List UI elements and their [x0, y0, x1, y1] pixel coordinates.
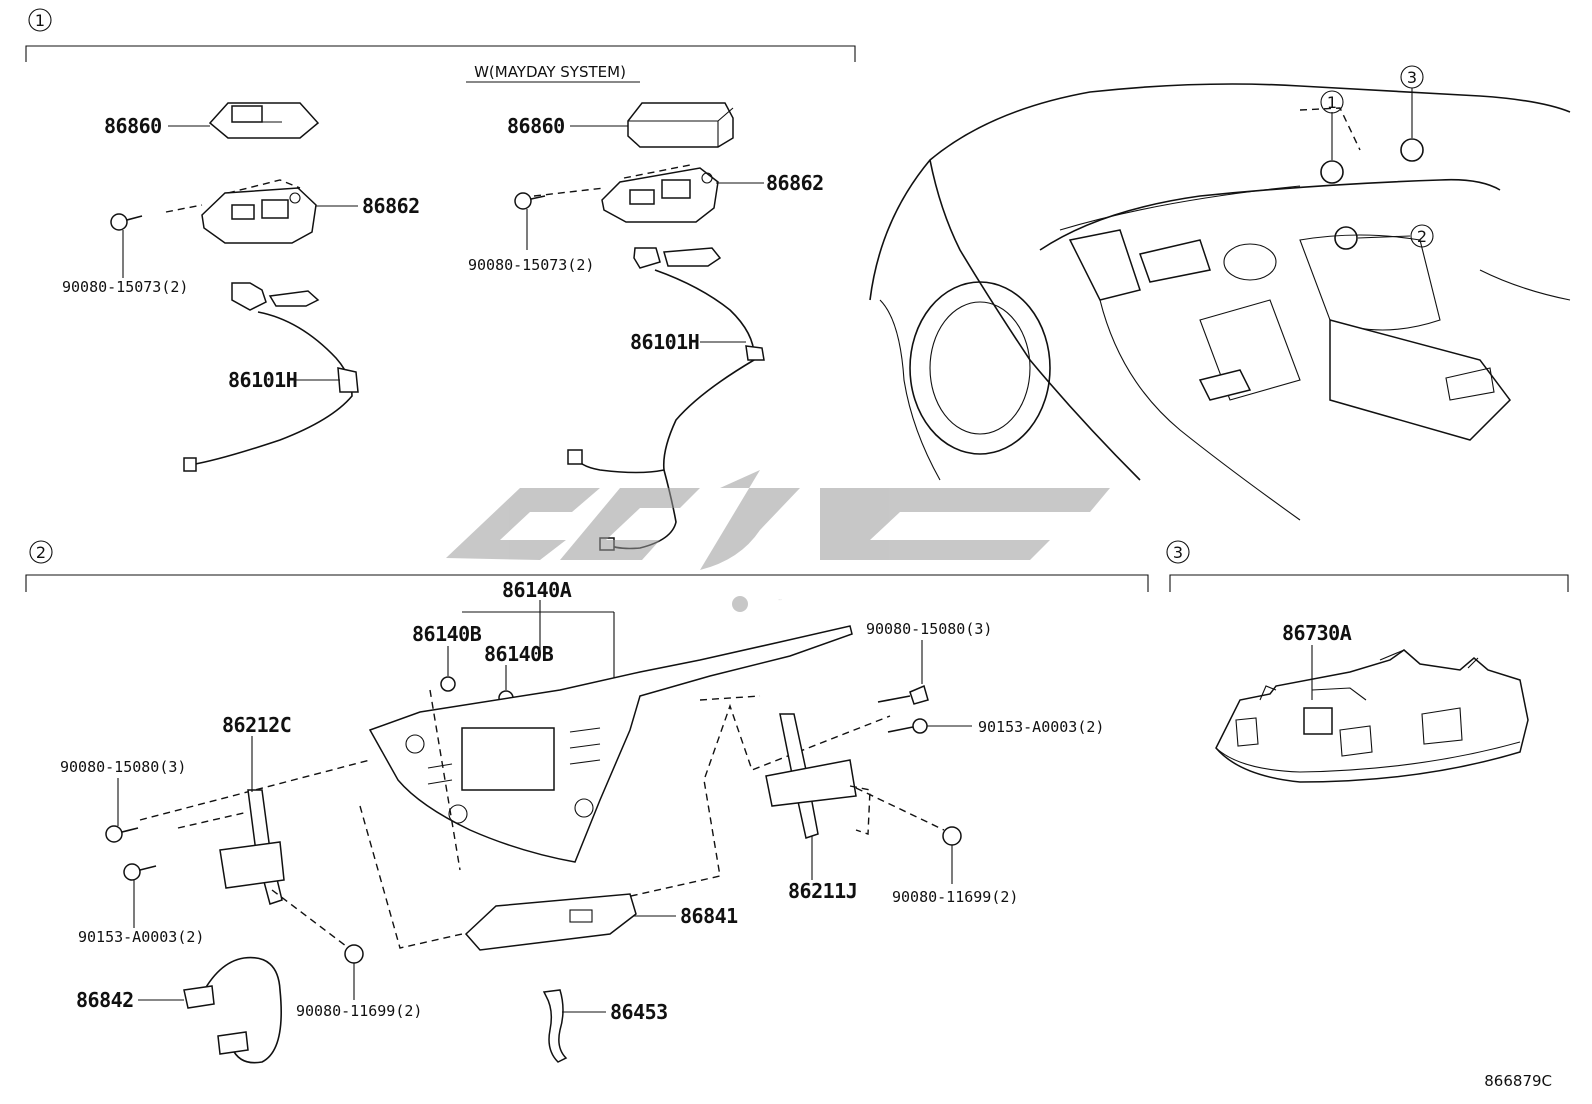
- display-screen: [461, 727, 555, 791]
- label-86211J: 86211J: [788, 879, 857, 903]
- label-86453: 86453: [610, 1000, 668, 1024]
- bolt-90080-15080-right: [877, 684, 929, 705]
- label-86101H-right: 86101H: [630, 330, 699, 354]
- label-86140B-a: 86140B: [412, 622, 482, 646]
- center-panel-86140A: [368, 625, 853, 863]
- bolt-90080-15080-left: [105, 825, 139, 843]
- callout-3-marker: [1400, 65, 1424, 89]
- harness-86842: [183, 956, 282, 1064]
- label-86140A: 86140A: [502, 578, 572, 602]
- bracket-86862-left: [201, 187, 317, 244]
- watermark-logo: چوپارت: [446, 470, 1110, 612]
- label-90080-15080-left: 90080-15080(3): [60, 758, 186, 776]
- label-86101H-left: 86101H: [228, 368, 297, 392]
- callout-3-location: [1400, 138, 1424, 162]
- bolt-90080-15073-right: [514, 192, 546, 210]
- callout-1-marker: [1320, 90, 1344, 114]
- section-3-bracket: [1169, 574, 1569, 592]
- label-90080-11699-left: 90080-11699(2): [296, 1002, 422, 1020]
- section-1-number: 1: [35, 11, 45, 30]
- label-86860-left: 86860: [104, 114, 162, 138]
- section-3-marker: [1166, 540, 1190, 564]
- callout-2-marker: [1410, 224, 1434, 248]
- label-86140B-b: 86140B: [484, 642, 554, 666]
- section-3-number: 3: [1173, 543, 1183, 562]
- section-2: 2 86140A 86140B 86140B 90080-15080(3: [25, 540, 1149, 1064]
- section-2-marker: [29, 540, 53, 564]
- label-86862-right: 86862: [766, 171, 824, 195]
- vehicle-overview: 1 3 2: [869, 65, 1571, 521]
- section-2-bracket: [25, 574, 1149, 592]
- bolt-90080-15073-left: [110, 213, 143, 231]
- label-86860-right: 86860: [507, 114, 565, 138]
- section-1-subtitle: W(MAYDAY SYSTEM): [474, 63, 626, 81]
- section-1: 1 W(MAYDAY SYSTEM) 86860 86862 90080-150…: [25, 8, 856, 551]
- harness-86101H-left: [183, 282, 359, 472]
- bolt-90153-left: [123, 863, 157, 881]
- bolt-90080-11699-left: [271, 889, 364, 964]
- callout-3-number: 3: [1407, 68, 1417, 87]
- label-90153-A0003-right: 90153-A0003(2): [978, 718, 1104, 736]
- section-1-bracket: [25, 45, 856, 62]
- module-86860-right: [627, 102, 734, 148]
- bracket-86862-right: [601, 167, 719, 223]
- callout-1-number: 1: [1327, 93, 1337, 112]
- label-86730A: 86730A: [1282, 621, 1352, 645]
- label-bolt-90080-15073-left: 90080-15073(2): [62, 278, 188, 296]
- leader-86140A: [462, 600, 615, 680]
- bracket-86211J: [765, 713, 871, 839]
- label-86842: 86842: [76, 988, 134, 1012]
- label-86862-left: 86862: [362, 194, 420, 218]
- label-90153-A0003-left: 90153-A0003(2): [78, 928, 204, 946]
- reference-code: 866879C: [1484, 1072, 1552, 1090]
- dash-86862-left: [165, 179, 301, 213]
- callout-2-number: 2: [1417, 227, 1427, 246]
- clip-86140B-a: [440, 676, 456, 692]
- console-86730A: [1215, 649, 1529, 783]
- bracket-86212C: [219, 789, 285, 905]
- section-2-number: 2: [36, 543, 46, 562]
- label-86841: 86841: [680, 904, 738, 928]
- watermark-text: چوپارت: [778, 599, 782, 601]
- clip-86453: [542, 989, 568, 1063]
- callout-2-location: [1334, 226, 1358, 250]
- module-86841: [464, 893, 637, 951]
- label-90080-11699-right: 90080-11699(2): [892, 888, 1018, 906]
- label-bolt-90080-15073-right: 90080-15073(2): [468, 256, 594, 274]
- label-86212C: 86212C: [222, 713, 291, 737]
- section-3: 3 86730A: [1166, 540, 1569, 783]
- module-86860-left: [208, 102, 320, 139]
- callout-1-location: [1320, 160, 1344, 184]
- label-90080-15080-right: 90080-15080(3): [866, 620, 992, 638]
- bolt-90080-11699-right: [855, 787, 962, 846]
- section-1-marker: [28, 8, 52, 32]
- bolt-90153-right: [887, 718, 928, 734]
